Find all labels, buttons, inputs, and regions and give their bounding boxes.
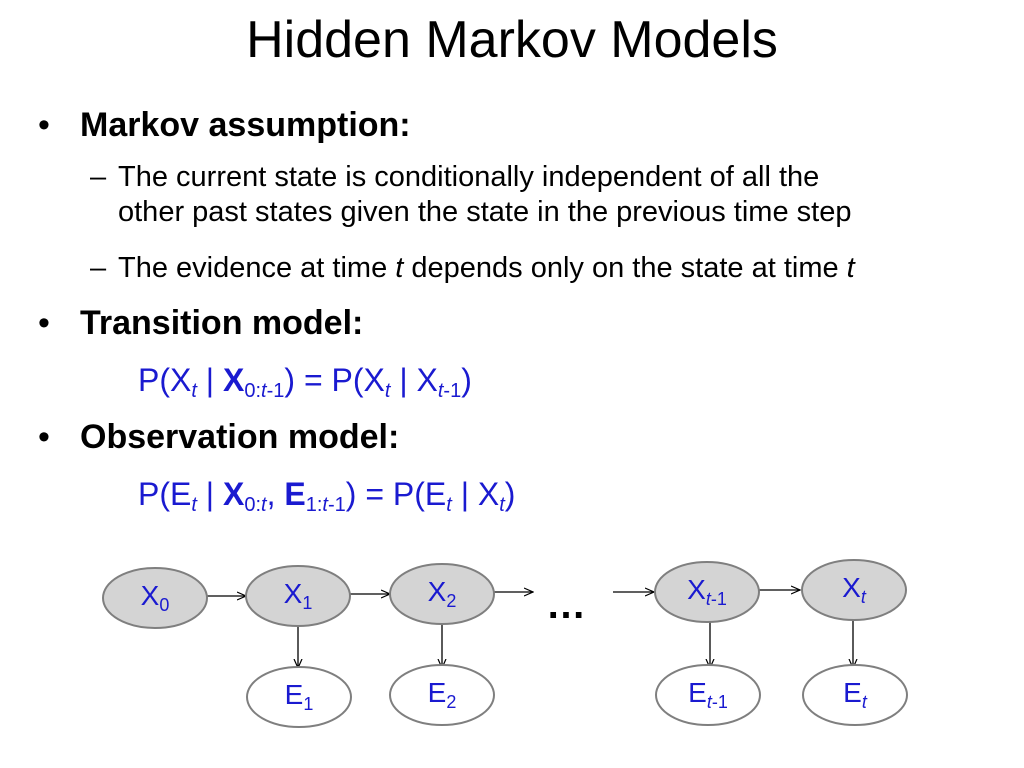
evidence-node-3 bbox=[802, 664, 908, 726]
label-base: E bbox=[284, 679, 304, 710]
f-sub: -1 bbox=[266, 380, 285, 402]
bullet-heading: Markov assumption: bbox=[80, 106, 411, 144]
label-subscript: 2 bbox=[446, 692, 457, 712]
label-subscript: t-1 bbox=[705, 589, 727, 609]
f-part: , bbox=[266, 476, 285, 512]
f-part: P(E bbox=[138, 476, 192, 512]
f-part: P(X bbox=[138, 362, 192, 398]
f-bold: X bbox=[223, 476, 245, 512]
label-subscript: 1 bbox=[303, 694, 314, 714]
bullet-observation-model: • Observation model: bbox=[38, 417, 399, 457]
bullet-heading: Transition model: bbox=[80, 304, 364, 342]
evidence-label-3: Et bbox=[803, 677, 907, 718]
f-sub: t bbox=[437, 380, 444, 402]
f-sub: -1 bbox=[327, 494, 346, 516]
f-part: | bbox=[196, 362, 223, 398]
evidence-label-1: E2 bbox=[390, 677, 494, 718]
evidence-node-2 bbox=[655, 664, 761, 726]
bullet-heading: Observation model: bbox=[80, 418, 400, 456]
observation-formula: P(Et | X0:t, E1:t-1) = P(Et | Xt) bbox=[138, 474, 515, 525]
f-sub: t bbox=[322, 494, 328, 516]
subitem-conditional-independence: – The current state is conditionally ind… bbox=[90, 160, 1010, 230]
dash-marker: – bbox=[90, 161, 107, 193]
f-sub: t bbox=[446, 494, 452, 516]
subitem-line-2: other past states given the state in the… bbox=[118, 196, 852, 228]
state-node-4 bbox=[801, 559, 907, 621]
subitem-evidence: – The evidence at time t depends only on… bbox=[90, 251, 1010, 286]
label-subscript: t bbox=[860, 587, 866, 607]
state-label-0: X0 bbox=[103, 580, 207, 621]
f-sub: 0: bbox=[244, 380, 262, 402]
bullet-transition-model: • Transition model: bbox=[38, 303, 363, 343]
chain-ellipsis: … bbox=[546, 583, 592, 627]
f-sub: -1 bbox=[443, 380, 462, 402]
f-part: | X bbox=[390, 362, 438, 398]
evidence-var-t: t bbox=[395, 252, 404, 284]
evidence-middle: depends only on the state at time bbox=[403, 252, 847, 284]
label-base: E bbox=[427, 677, 447, 708]
f-part: ) = P(X bbox=[284, 362, 385, 398]
f-sub: t bbox=[261, 494, 267, 516]
evidence-label-2: Et-1 bbox=[656, 677, 760, 718]
transition-formula: P(Xt | X0:t-1) = P(Xt | Xt-1) bbox=[138, 360, 472, 411]
f-sub: 1: bbox=[305, 494, 323, 516]
label-subscript: 2 bbox=[446, 591, 457, 611]
evidence-node-1 bbox=[389, 664, 495, 726]
bullet-marker: • bbox=[38, 418, 50, 456]
bullet-markov-assumption: • Markov assumption: bbox=[38, 105, 411, 145]
f-sub: t bbox=[191, 494, 197, 516]
f-bold: X bbox=[223, 362, 245, 398]
label-subscript: t-1 bbox=[706, 692, 728, 712]
state-label-2: X2 bbox=[390, 576, 494, 617]
f-part: | X bbox=[451, 476, 500, 512]
label-base: X bbox=[283, 578, 303, 609]
evidence-node-0 bbox=[246, 666, 352, 728]
f-part: ) = P(E bbox=[345, 476, 447, 512]
subitem-evidence-text: The evidence at time t depends only on t… bbox=[90, 251, 1010, 286]
evidence-var-t-2: t bbox=[846, 252, 855, 284]
label-subscript: 1 bbox=[302, 593, 313, 613]
evidence-prefix: The evidence at time bbox=[118, 252, 396, 284]
bullet-marker: • bbox=[38, 304, 50, 342]
state-label-4: Xt bbox=[802, 572, 906, 613]
label-base: X bbox=[427, 576, 447, 607]
f-sub: t bbox=[384, 380, 391, 402]
state-label-1: X1 bbox=[246, 578, 350, 619]
f-bold: E bbox=[284, 476, 306, 512]
label-subscript: t bbox=[861, 692, 867, 712]
f-part: | bbox=[196, 476, 223, 512]
label-base: E bbox=[843, 677, 862, 708]
dash-marker: – bbox=[90, 252, 107, 284]
evidence-label-0: E1 bbox=[247, 679, 351, 720]
f-part: ) bbox=[504, 476, 516, 512]
f-sub: 0: bbox=[244, 494, 262, 516]
f-sub: t bbox=[499, 494, 505, 516]
label-subscript: 0 bbox=[159, 595, 170, 615]
state-node-0 bbox=[102, 567, 208, 629]
label-base: X bbox=[687, 574, 706, 605]
state-label-3: Xt-1 bbox=[655, 574, 759, 615]
state-node-2 bbox=[389, 563, 495, 625]
subitem-line-1: The current state is conditionally indep… bbox=[118, 161, 820, 193]
label-base: E bbox=[688, 677, 707, 708]
slide-title: Hidden Markov Models bbox=[246, 11, 778, 69]
label-base: X bbox=[842, 572, 861, 603]
f-sub: t bbox=[191, 380, 197, 402]
f-sub: t bbox=[261, 380, 267, 402]
label-base: X bbox=[140, 580, 160, 611]
f-part: ) bbox=[461, 362, 472, 398]
state-node-1 bbox=[245, 565, 351, 627]
state-node-3 bbox=[654, 561, 760, 623]
bullet-marker: • bbox=[38, 106, 50, 144]
